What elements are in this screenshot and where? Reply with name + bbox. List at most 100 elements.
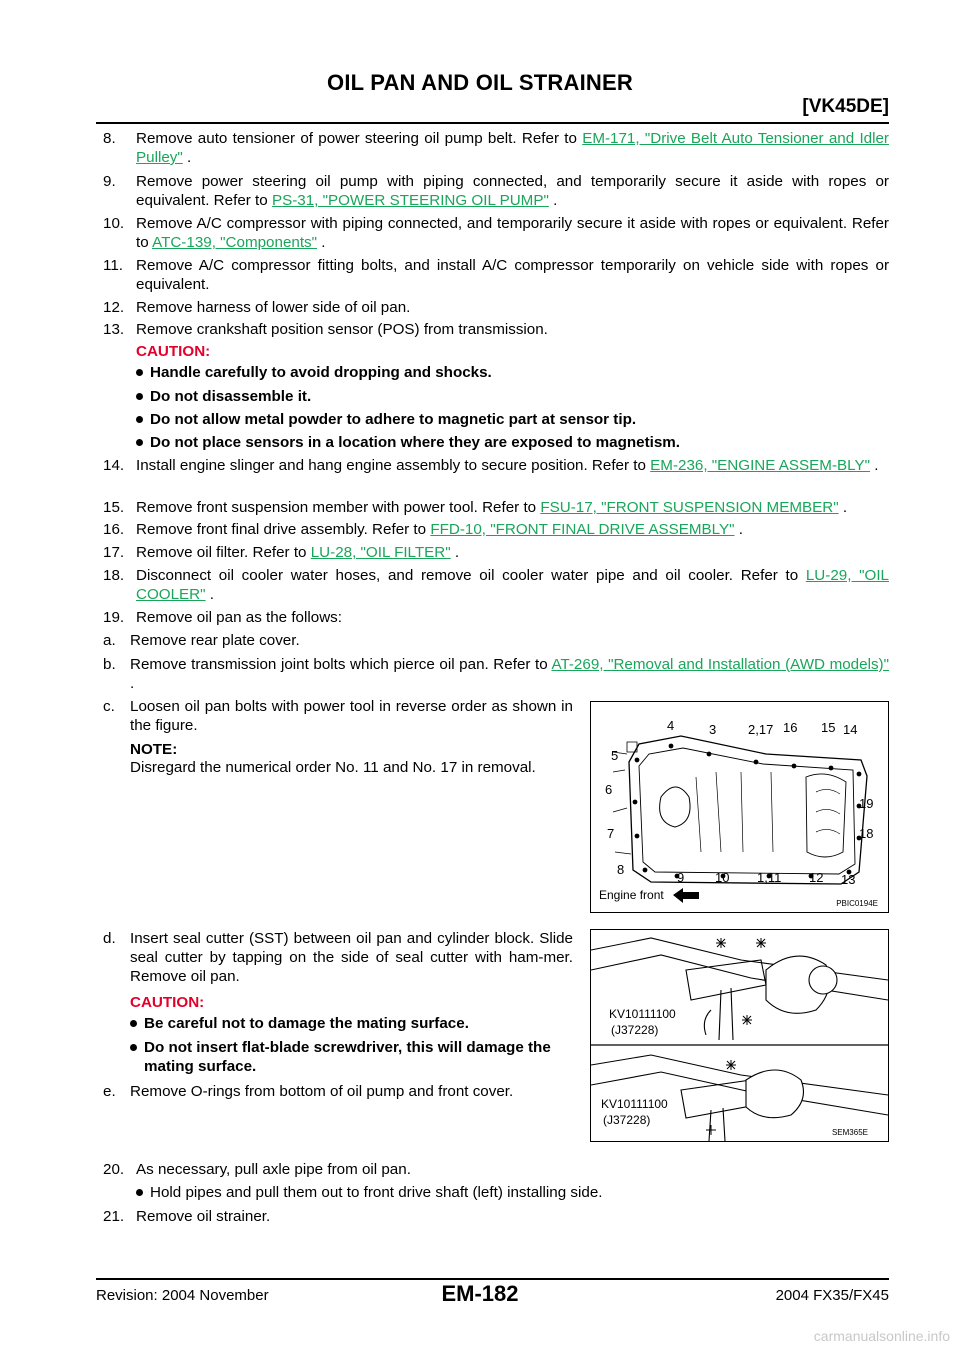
- step-text: As necessary, pull axle pipe from oil pa…: [136, 1161, 411, 1178]
- step-21: 21. Remove oil strainer.: [103, 1207, 889, 1226]
- substep-a: a. Remove rear plate cover.: [103, 631, 889, 650]
- step-19: 19. Remove oil pan as the follows:: [103, 608, 889, 627]
- step-10: 10. Remove A/C compressor with piping co…: [103, 215, 889, 251]
- bolt-label: 18: [859, 826, 873, 841]
- ref-link-em171[interactable]: EM-171, "Drive Belt Auto Tensioner and I…: [136, 130, 889, 166]
- substep-c: c. Loosen oil pan bolts with power tool …: [103, 697, 889, 735]
- step-number: 12.: [103, 299, 125, 316]
- step-text: Remove O-rings from bottom of oil pump a…: [130, 1083, 514, 1100]
- ref-link-atc139[interactable]: ATC-139, "Components": [152, 234, 318, 251]
- seal-cutter-figure: KV10111100 (J37228) KV10111100 (J37228) …: [590, 929, 889, 1142]
- bolt-label: 9: [677, 870, 684, 885]
- bolt-label: 1,11: [757, 870, 781, 885]
- step-text: Remove oil strainer.: [136, 1208, 271, 1225]
- substep-b: b. Remove transmission joint bolts which…: [103, 656, 889, 692]
- oil-pan-bolt-figure: 5 4 3 2,17 16 15 14 6 19 7 18 8 9 10 1,1…: [590, 701, 889, 913]
- engine-front-arrow-icon: [673, 888, 699, 903]
- caution-item: Do not disassemble it.: [136, 387, 889, 406]
- step-20: 20. As necessary, pull axle pipe from oi…: [103, 1160, 889, 1179]
- caution-item: Do not place sensors in a location where…: [136, 433, 889, 452]
- caution-label: CAUTION:: [136, 343, 211, 360]
- bolt-label: 5: [611, 748, 618, 763]
- step-number: 17.: [103, 544, 125, 561]
- engine-model: [VK45DE]: [802, 96, 889, 117]
- bolt-label: 3: [709, 722, 716, 737]
- step-number: 9.: [103, 173, 116, 190]
- caution-item: Do not allow metal powder to adhere to m…: [136, 410, 889, 429]
- step-number: d.: [103, 930, 116, 947]
- step-number: e.: [103, 1083, 116, 1100]
- step-number: a.: [103, 632, 116, 649]
- step-number: c.: [103, 698, 115, 715]
- figure-code: PBIC0194E: [836, 899, 878, 908]
- bolt-label: 16: [783, 720, 797, 735]
- step-number: 15.: [103, 499, 125, 516]
- step-14: 14. Install engine slinger and hang engi…: [103, 457, 879, 474]
- tool-label: (J37228): [611, 1023, 658, 1037]
- step-number: 10.: [103, 215, 125, 232]
- step-18: 18. Disconnect oil cooler water hoses, a…: [103, 567, 889, 603]
- step-16: 16. Remove front final drive assembly. R…: [103, 521, 743, 538]
- step-text: Remove front suspension member with powe…: [136, 499, 541, 516]
- bullet-icon: [136, 439, 143, 446]
- ref-link-ps31[interactable]: PS-31, "POWER STEERING OIL PUMP": [271, 192, 549, 209]
- bolt-label: 8: [617, 862, 624, 877]
- ref-link-fsu17[interactable]: FSU-17, "FRONT SUSPENSION MEMBER": [540, 499, 839, 516]
- ref-link-lu29[interactable]: LU-29, "OIL COOLER": [136, 567, 889, 603]
- caution-item: Be careful not to damage the mating surf…: [130, 1014, 573, 1033]
- ref-link-at269[interactable]: AT-269, "Removal and Installation (AWD m…: [551, 656, 889, 673]
- tool-label: KV10111100: [609, 1007, 676, 1021]
- step-15: 15. Remove front suspension member with …: [103, 499, 848, 516]
- note-label: NOTE:: [130, 741, 178, 758]
- step-text: Remove power steering oil pump with pipi…: [136, 173, 889, 209]
- step-text: Remove transmission joint bolts which pi…: [130, 656, 552, 673]
- step-9: 9. Remove power steering oil pump with p…: [103, 173, 889, 209]
- step-number: 20.: [103, 1161, 125, 1178]
- step-text: Remove front final drive assembly. Refer…: [136, 521, 431, 538]
- bolt-label: 4: [667, 718, 674, 733]
- bolt-label: 2,17: [748, 722, 773, 737]
- bolt-label: 10: [715, 870, 729, 885]
- bolt-label: 6: [605, 782, 612, 797]
- step-11: 11. Remove A/C compressor fitting bolts,…: [103, 256, 889, 294]
- watermark: carmanualsonline.info: [813, 1328, 950, 1344]
- engine-front-label: Engine front: [599, 888, 664, 902]
- substep-d: d. Insert seal cutter (SST) between oil …: [103, 929, 889, 986]
- step-text: Remove A/C compressor with piping connec…: [136, 215, 889, 251]
- step-text: Remove crankshaft position sensor (POS) …: [136, 321, 548, 338]
- footer-rule: [96, 1278, 889, 1280]
- step-8: 8. Remove auto tensioner of power steeri…: [103, 130, 889, 166]
- step-13: 13. Remove crankshaft position sensor (P…: [103, 320, 889, 339]
- ref-link-em236[interactable]: EM-236, "ENGINE ASSEM-BLY": [650, 457, 870, 474]
- bolt-label: 15: [821, 720, 835, 735]
- caution-item: Do not insert flat-blade screwdriver, th…: [130, 1038, 573, 1076]
- step-12: 12. Remove harness of lower side of oil …: [103, 298, 889, 317]
- bolt-label: 13: [841, 872, 855, 887]
- page-title: OIL PAN AND OIL STRAINER: [327, 70, 633, 95]
- step-text: Remove harness of lower side of oil pan.: [136, 299, 411, 316]
- step-number: 13.: [103, 321, 125, 338]
- bolt-label: 12: [809, 870, 823, 885]
- step-text: Disconnect oil cooler water hoses, and r…: [136, 567, 806, 584]
- step-number: 11.: [103, 257, 123, 274]
- caution-item: Handle carefully to avoid dropping and s…: [136, 363, 889, 382]
- step-number: b.: [103, 656, 116, 673]
- step-number: 16.: [103, 521, 125, 538]
- ref-link-lu28[interactable]: LU-28, "OIL FILTER": [310, 544, 451, 561]
- step-text: Remove oil filter. Refer to: [136, 544, 311, 561]
- tool-label: (J37228): [603, 1113, 650, 1127]
- note-text: Disregard the numerical order No. 11 and…: [130, 759, 536, 776]
- caution-label: CAUTION:: [130, 994, 205, 1011]
- bullet-icon: [130, 1020, 137, 1027]
- ref-link-ffd10[interactable]: FFD-10, "FRONT FINAL DRIVE ASSEMBLY": [430, 521, 735, 538]
- seal-cutter-diagram: KV10111100 (J37228) KV10111100 (J37228): [591, 937, 888, 1141]
- bullet-icon: [136, 369, 143, 376]
- vehicle-model: 2004 FX35/FX45: [775, 1287, 889, 1304]
- revision-date: Revision: 2004 November: [96, 1287, 269, 1304]
- bullet-icon: [136, 1189, 143, 1196]
- step-20-bullet: Hold pipes and pull them out to front dr…: [136, 1183, 889, 1202]
- step-text: Remove oil pan as the follows:: [136, 609, 342, 626]
- bolt-label: 7: [607, 826, 614, 841]
- bullet-icon: [136, 393, 143, 400]
- step-text: Remove rear plate cover.: [130, 632, 300, 649]
